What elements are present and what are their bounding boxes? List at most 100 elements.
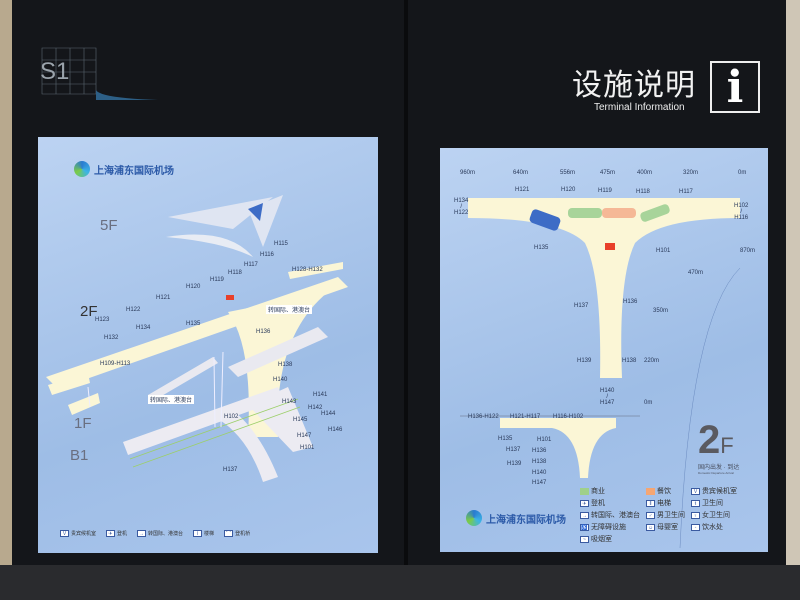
distance-label: 556m — [560, 170, 576, 176]
gate-label: H119 — [598, 188, 612, 194]
mini-gate-label: H139 — [507, 461, 522, 467]
floor-label-5f: 5F — [100, 217, 118, 234]
2f-floor-plan — [460, 198, 741, 549]
gate-label: H102 — [224, 414, 239, 420]
gate-label: H116 — [260, 252, 274, 258]
distance-label: 400m — [637, 170, 653, 176]
legend-label: 贵宾候机室 — [71, 531, 97, 537]
plane-icon: ✈ — [580, 499, 589, 507]
gate-label: H101 — [656, 248, 671, 254]
gate-label: H101 — [300, 445, 315, 451]
food-swatch-icon — [646, 487, 655, 495]
gate-label: H140 — [273, 377, 288, 383]
legend-label: 商业 — [591, 488, 605, 495]
airport-logo: 上海浦东国际机场 — [74, 161, 174, 177]
legend-label: 卫生间 — [702, 500, 723, 507]
distance-label: 350m — [653, 308, 669, 314]
mini-gate-label: H138 — [532, 459, 547, 465]
vip-icon: V — [691, 487, 700, 495]
transfer-icon: → — [580, 511, 589, 519]
wall-edge-right — [786, 0, 800, 600]
panel-seam — [404, 0, 408, 600]
stairs-icon: ⌇ — [193, 530, 203, 537]
bridge-icon: ⌒ — [224, 530, 234, 537]
current-location-marker — [605, 243, 615, 250]
legend-item: →转国际、港澳台 — [137, 530, 183, 537]
distance-label: 0m — [644, 400, 653, 406]
gate-label: H138 — [278, 362, 293, 368]
legend-label: 贵宾候机室 — [702, 488, 737, 495]
gate-label: H142 — [308, 405, 323, 411]
legend-label: 饮水处 — [702, 524, 723, 531]
gate-label: H143 — [282, 399, 297, 405]
legend-label: 登机桥 — [235, 531, 251, 537]
wall-edge — [0, 0, 12, 600]
floor-label-1f: 1F — [74, 415, 92, 432]
5f-lounge-b — [166, 234, 253, 257]
gate-label: H120 — [186, 284, 201, 290]
legend-label: 登机 — [591, 500, 605, 507]
legend-label: 无障碍设施 — [591, 524, 626, 531]
info-icon: i — [710, 61, 760, 113]
elevator-icon: ‖ — [646, 499, 655, 507]
distance-label: 220m — [644, 358, 660, 364]
legend-item: ◦饮水处 — [691, 522, 737, 532]
legend-item: ⌒登机桥 — [224, 530, 250, 537]
distance-label: 470m — [688, 270, 704, 276]
male-restroom-icon: ♂ — [646, 511, 655, 519]
mini-gate-label: H135 — [498, 436, 513, 442]
gate-label: H134 — [136, 325, 151, 331]
legend-item: ♿无障碍设施 — [580, 522, 640, 532]
gate-label: H121 — [515, 187, 530, 193]
sign-title: 设施说明 — [572, 69, 696, 102]
mini-gate-label: H136-H122 — [468, 414, 499, 420]
airport-logo: 上海浦东国际机场 — [466, 510, 566, 526]
distance-label: 320m — [683, 170, 699, 176]
mini-gate-label: H147 — [532, 480, 547, 486]
left-3d-map-panel: 上海浦东国际机场 5F 2F 1F B1 H115 H116 H117 H118… — [38, 137, 378, 553]
distance-label: 0m — [738, 170, 747, 176]
legend-label: 转国际、港澳台 — [148, 531, 184, 537]
sign-subtitle-en: Terminal Information — [594, 102, 685, 113]
gate-label: H136 — [623, 299, 638, 305]
gate-label: H120 — [561, 187, 576, 193]
transfer-icon: → — [137, 530, 147, 537]
floor-unit: F — [720, 433, 734, 458]
floor-label-2f: 2F — [80, 303, 98, 320]
legend-label: 母婴室 — [657, 524, 678, 531]
current-location-marker — [226, 295, 234, 300]
legend-label: 吸烟室 — [591, 536, 612, 543]
legend-item: ⌇楼梯 — [193, 530, 214, 537]
gate-label: H135 — [534, 245, 549, 251]
mini-gate-label: H116-H102 — [553, 414, 584, 420]
legend-label: 转国际、港澳台 — [591, 512, 640, 519]
right-floor-plan-panel: 960m 640m 556m 475m 400m 320m 0m 870m 47… — [440, 148, 768, 552]
plane-icon: ✈ — [106, 530, 116, 537]
gate-label: H145 — [293, 417, 308, 423]
shop-swatch-icon — [580, 487, 589, 495]
legend-item: 餐饮 — [646, 486, 685, 496]
legend-label: 登机 — [117, 531, 128, 537]
distance-label: 475m — [600, 170, 616, 176]
gate-label: H146 — [328, 427, 343, 433]
floor-label-b1: B1 — [70, 447, 89, 464]
gate-label: H132 — [104, 335, 119, 341]
transfer-label: 转国际、港澳台 — [266, 305, 313, 314]
legend-label: 电梯 — [657, 500, 671, 507]
airport-logo-icon — [74, 161, 90, 177]
mini-gate-label: H137 — [506, 447, 521, 453]
gate-label: H128-H132 — [292, 267, 323, 273]
legend-label: 餐饮 — [657, 488, 671, 495]
3d-terminal-map — [46, 195, 348, 482]
gate-label: H118 — [636, 189, 650, 195]
distance-label: 960m — [460, 170, 476, 176]
gate-label: H139 — [577, 358, 592, 364]
legend-item: ‖电梯 — [646, 498, 685, 508]
legend-item: ☺母婴室 — [646, 522, 685, 532]
legend-item: ♂男卫生间 — [646, 510, 685, 520]
